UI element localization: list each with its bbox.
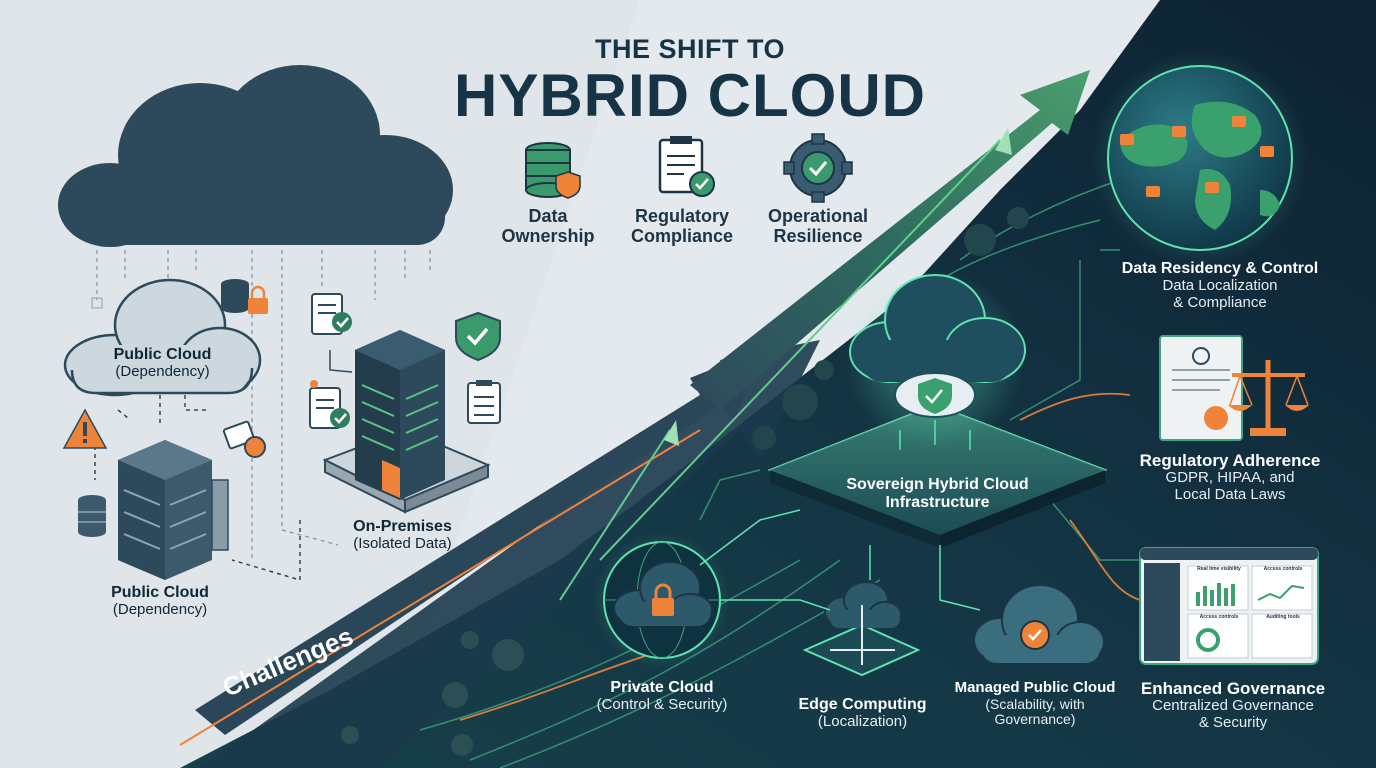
on-premises-server-tower <box>322 330 491 514</box>
trend-arrowhead <box>995 128 1012 155</box>
dashboard-panel-1-label: Real time visibility <box>1197 566 1241 572</box>
public-cloud-bottom-server <box>118 440 229 580</box>
sovereign-hub-label: Sovereign Hybrid Cloud Infrastructure <box>846 476 1029 511</box>
database-icon-left <box>78 495 106 537</box>
database-shield-icon <box>525 142 581 199</box>
storm-cloud <box>58 65 453 247</box>
public-cloud-top-label: Public Cloud (Dependency) <box>113 346 212 380</box>
dashboard-panel-4-label: Auditing tools <box>1266 614 1300 620</box>
dashboard-panel-3-label: Access controls <box>1199 614 1239 620</box>
document-check-icon-lower <box>309 380 350 429</box>
challenges-banner-band <box>200 340 820 768</box>
dark-right-panel <box>180 0 1376 768</box>
small-trend-line <box>559 429 671 601</box>
driver-regulatory-compliance: Regulatory Compliance <box>630 206 734 247</box>
driver-operational-resilience: Operational Resilience <box>767 206 869 247</box>
decorative-gears-mid <box>752 207 1029 450</box>
hub-links <box>899 420 971 450</box>
connector-square <box>91 297 103 309</box>
private-cloud-label: Private Cloud (Control & Security) <box>596 679 728 713</box>
sovereign-hub-platform <box>767 403 1108 548</box>
shield-check-icon <box>455 311 501 362</box>
checklist-icon <box>467 380 501 424</box>
globe-with-locks <box>1092 50 1308 266</box>
hub-cloud <box>845 270 1026 450</box>
driver-data-ownership: Data Ownership <box>501 206 595 247</box>
warning-icon <box>62 408 108 449</box>
governance-dashboard <box>1139 547 1319 665</box>
benefit-regulatory-adherence: Regulatory Adherence GDPR, HIPAA, and Lo… <box>1139 451 1321 503</box>
benefit-data-residency: Data Residency & Control Data Localizati… <box>1121 260 1319 311</box>
managed-public-cloud-label: Managed Public Cloud (Scalability, with … <box>954 679 1116 728</box>
edge-computing-label: Edge Computing (Localization) <box>798 696 927 730</box>
small-trend-arrowhead <box>664 420 679 446</box>
document-check-icon-left <box>311 293 352 335</box>
dashboard-panel-2-label: Access controls <box>1263 566 1303 572</box>
title-line-1: THE SHIFT TO <box>594 34 785 64</box>
document-check-icon <box>658 136 715 197</box>
green-trend-line <box>599 139 1001 561</box>
scales-of-justice-icon <box>1228 360 1309 436</box>
title-line-2: HYBRID CLOUD <box>454 62 926 129</box>
public-cloud-bottom-label: Public Cloud (Dependency) <box>111 584 209 618</box>
challenges-arrow <box>195 350 760 735</box>
node-connectors <box>699 509 981 611</box>
managed-public-cloud-node <box>973 584 1105 663</box>
key-icon <box>222 420 266 458</box>
onprem-connector <box>329 350 353 373</box>
edge-computing-node <box>802 581 921 677</box>
decorative-gears-bottom <box>341 631 524 756</box>
database-lock-icon <box>221 279 268 314</box>
benefit-enhanced-governance: Enhanced Governance Centralized Governan… <box>1140 679 1326 731</box>
orange-trend-line <box>179 429 701 746</box>
certificate-icon <box>1159 335 1243 441</box>
growth-arrow <box>690 70 1090 410</box>
gear-check-icon <box>783 133 853 203</box>
public-cloud-top-shape <box>63 278 262 397</box>
private-cloud-node <box>594 532 730 668</box>
on-premises-label: On-Premises (Isolated Data) <box>353 518 452 552</box>
